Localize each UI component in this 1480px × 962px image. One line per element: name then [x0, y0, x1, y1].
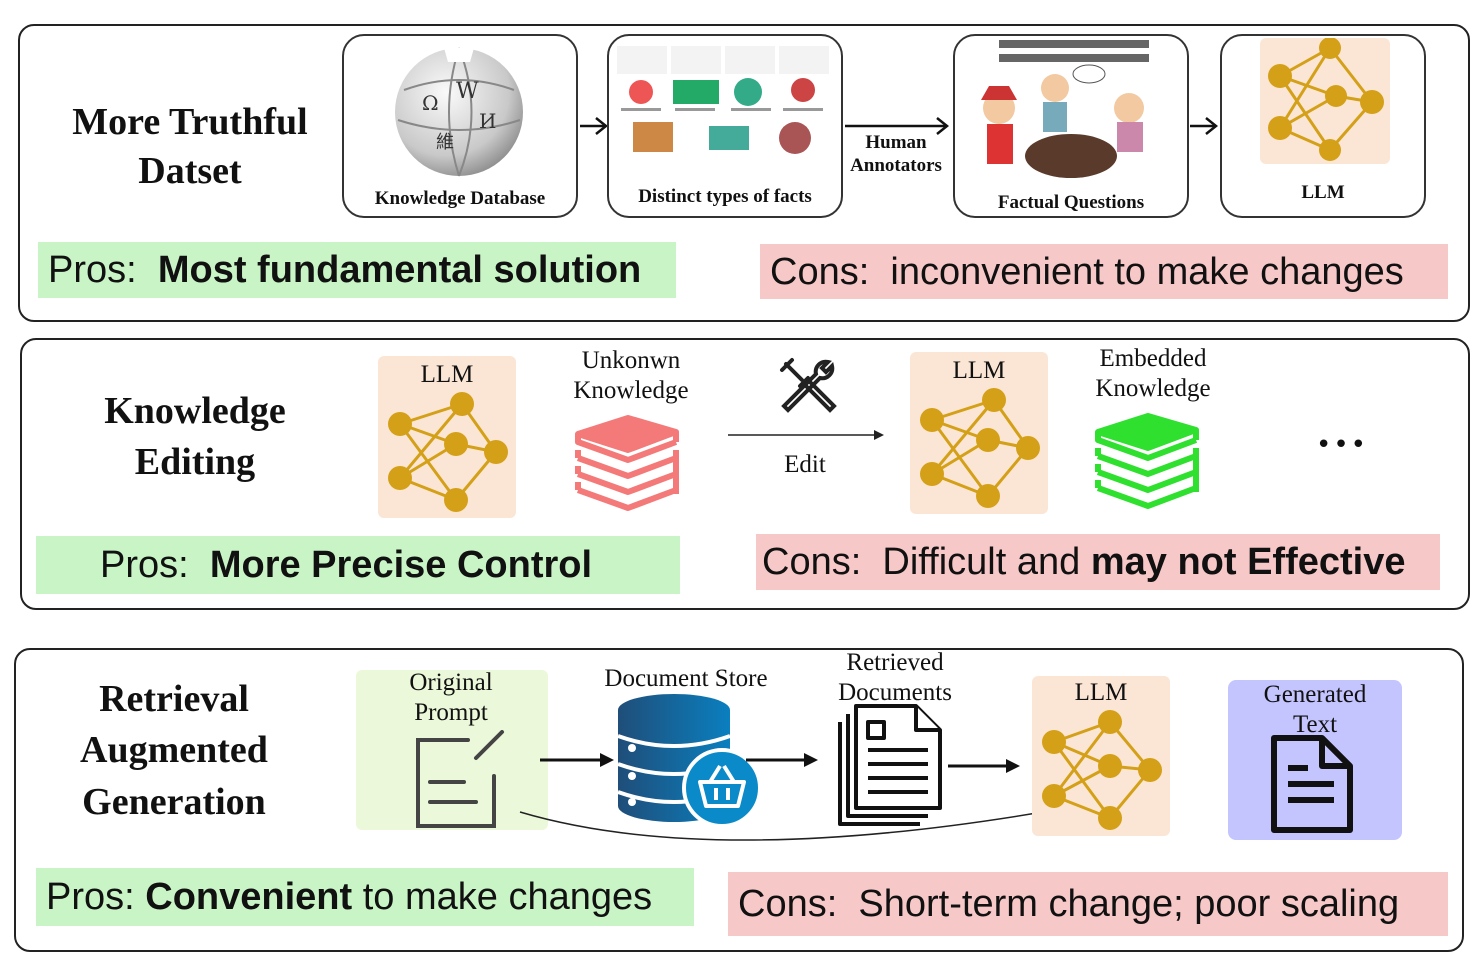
cons-text-row3: Short-term change; poor scaling	[858, 883, 1400, 925]
pros-row1: Pros: Most fundamental solution	[38, 242, 676, 298]
pros-text-row3: to make changes	[362, 876, 653, 918]
human-annotators-label: Human Annotators	[850, 132, 942, 176]
cons-row3: Cons: Short-term change; poor scaling	[728, 872, 1448, 936]
document-icon	[1271, 735, 1353, 833]
llm-label-before: LLM	[420, 361, 474, 388]
cons-row1: Cons: inconvenient to make changes	[760, 244, 1448, 299]
generated-text-bg	[1228, 680, 1402, 840]
arrow-facts-to-questions	[845, 117, 950, 135]
cons-text-bold-row2: may not Effective	[1090, 541, 1406, 583]
note-edit-icon	[416, 730, 504, 828]
embedded-knowledge-label: Embedded Knowledge	[1095, 345, 1211, 402]
network-llm-icon	[388, 392, 508, 512]
row1-title: More Truthful Datset	[72, 101, 308, 193]
arrow-prompt-to-store	[540, 753, 614, 767]
row2-title: Knowledge Editing	[104, 390, 286, 484]
arrow-questions-to-llm	[1190, 117, 1219, 135]
factual-questions-caption: Factual Questions	[997, 192, 1145, 213]
document-store-label: Document Store	[604, 665, 768, 692]
row3-title: Retrieval Augmented Generation	[80, 678, 268, 823]
network-llm-icon	[920, 388, 1040, 508]
cartoon-characters-icon	[981, 40, 1149, 178]
pros-prefix-row3: Pros:	[46, 876, 135, 918]
books-icon	[1095, 413, 1199, 509]
unknown-knowledge-label: Unkonwn Knowledge	[573, 347, 689, 404]
pros-text-row2: More Precise Control	[209, 544, 593, 586]
llm-label-after: LLM	[952, 357, 1006, 384]
retrieved-documents-label: Retrieved Documents	[838, 649, 952, 706]
arrow-store-to-docs	[746, 753, 818, 767]
cons-prefix-row3: Cons:	[738, 883, 838, 925]
pros-bold-row3: Convenient	[145, 876, 353, 918]
pros-prefix-row1: Pros:	[48, 249, 137, 291]
pros-row3: Pros: Convenient to make changes	[36, 868, 694, 926]
tools-icon	[780, 358, 837, 413]
cons-prefix-row2: Cons:	[762, 541, 862, 583]
pros-row2: Pros: More Precise Control	[36, 536, 680, 594]
llm-box-row1: LLM	[1220, 34, 1426, 218]
pros-text-row1: Most fundamental solution	[157, 249, 642, 291]
llm-bg-row3	[1032, 676, 1170, 836]
wikipedia-globe-icon: Ω W И 維	[395, 47, 523, 177]
edit-arrow	[728, 430, 884, 440]
cons-prefix-row1: Cons:	[770, 250, 870, 293]
original-prompt-label: Original Prompt	[409, 669, 493, 726]
svg-text:維: 維	[436, 132, 454, 153]
pros-prefix-row2: Pros:	[100, 544, 189, 586]
cons-row2: Cons: Difficult and may not Effective	[756, 534, 1440, 590]
curved-arrow-prompt-to-llm	[519, 802, 1072, 841]
llm-label-row3: LLM	[1074, 679, 1128, 706]
knowledge-database-box: Ω W И 維 Knowledge Database	[342, 34, 578, 218]
cons-text-plain-row2: Difficult and	[882, 541, 1081, 583]
cons-text-row1: inconvenient to make changes	[890, 250, 1404, 293]
generated-text-label: Generated Text	[1263, 681, 1367, 738]
svg-text:Ω: Ω	[422, 91, 439, 115]
books-icon	[575, 415, 679, 511]
ellipsis: •••	[1316, 430, 1369, 460]
svg-text:И: И	[479, 109, 496, 133]
network-llm-icon	[1268, 38, 1384, 161]
svg-text:W: W	[456, 79, 479, 104]
factual-questions-box: Factual Questions	[953, 34, 1189, 218]
distinct-facts-caption: Distinct types of facts	[638, 186, 812, 207]
arrow-db-to-facts	[580, 117, 609, 135]
database-icon	[617, 694, 762, 828]
facts-collage-icon	[617, 46, 829, 154]
document-icon	[838, 704, 942, 826]
network-llm-icon	[1042, 710, 1162, 830]
distinct-facts-box: Distinct types of facts	[607, 34, 843, 218]
edit-label: Edit	[784, 451, 826, 478]
llm-caption-row1: LLM	[1301, 182, 1345, 203]
knowledge-database-caption: Knowledge Database	[374, 188, 546, 209]
arrow-docs-to-llm	[948, 759, 1020, 773]
